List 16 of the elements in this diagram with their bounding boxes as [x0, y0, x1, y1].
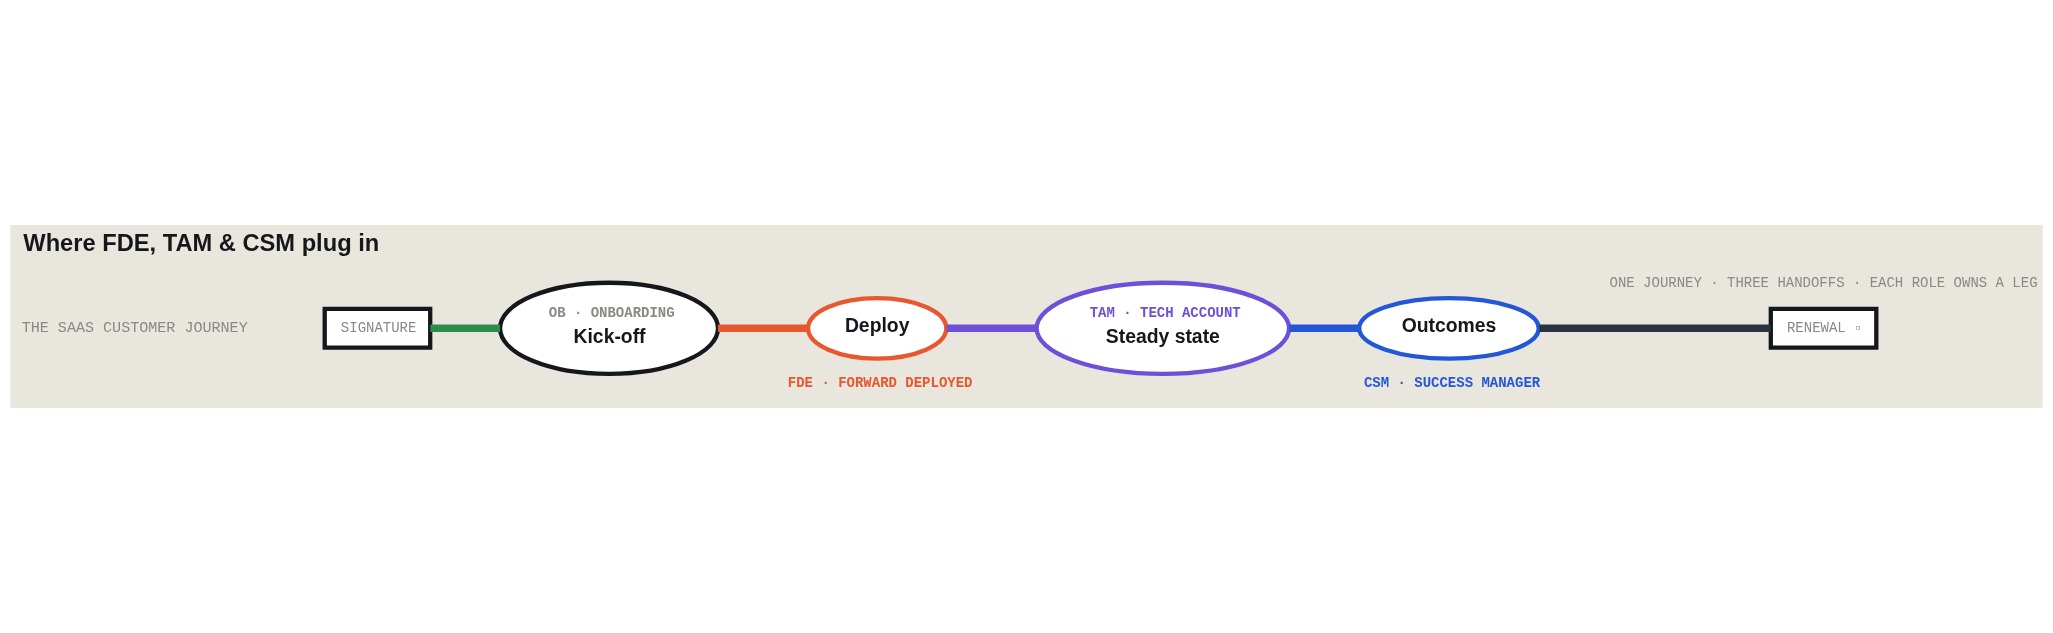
connector — [1289, 324, 1359, 333]
diagram-title: Where FDE, TAM & CSM plug in — [23, 230, 380, 257]
connector — [1539, 324, 1771, 333]
label: THE SAAS CUSTOMER JOURNEY — [21, 319, 248, 338]
connector — [430, 324, 501, 333]
connector — [946, 324, 1037, 333]
node-ellipse: Deploy — [805, 295, 949, 361]
node-box: SIGNATURE — [322, 306, 433, 350]
node-label: CSM · SUCCESS MANAGER — [1363, 374, 1541, 391]
node-label: FDE · FORWARD DEPLOYED — [787, 374, 973, 391]
connector — [717, 324, 808, 333]
caption: ONE JOURNEY · THREE HANDOFFS · EACH ROLE OWNS A LEG — [1609, 274, 2038, 291]
node-box: RENEWAL ▫ — [1768, 306, 1879, 350]
node-ellipse: TAM · TECH ACCOUNT Steady state — [1034, 280, 1292, 377]
node-ellipse: Outcomes — [1357, 295, 1541, 361]
node-ellipse: OB · ONBOARDING Kick-off — [497, 280, 721, 377]
